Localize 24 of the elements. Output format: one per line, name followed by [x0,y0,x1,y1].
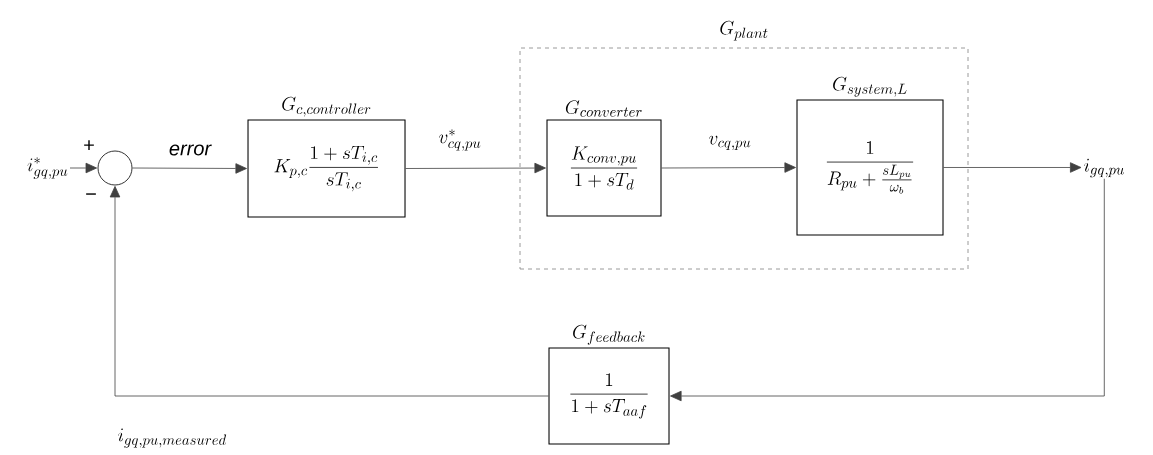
sign-label: − [86,193,96,195]
arrow [670,178,1105,402]
block-title: $G_{converter}$ [565,100,642,117]
transfer-function-block: $\frac{1}{1+sT_{aaf}}$ [548,347,670,445]
sign-label: + [84,140,94,150]
arrow [132,163,247,174]
block-title: $G_{feedback}$ [573,324,645,345]
transfer-function-block: $\frac{K_{conv,pu}}{1+sT_{d}}$ [546,119,662,217]
arrow [109,186,549,397]
block-title: $G_{system,L}$ [833,76,907,97]
arrow [405,162,546,174]
block-title: $G_{c,controller}$ [282,96,371,117]
transfer-function-block: $K_{p,c}\frac{1+sT_{i,c}}{sT_{i,c}}$ [247,119,406,218]
signal-label: error [169,144,212,156]
signal-label: $i^{*}_{gq,pu}$ [27,157,68,179]
signal-label: $v_{cq,pu}$ [709,135,751,150]
signal-label: $i_{gq,pu}$ [1084,158,1124,178]
arrow [661,162,796,173]
signal-label: $v^{*}_{cq,pu}$ [439,129,481,151]
signal-label: $i_{gq,pu,measured}$ [118,428,227,448]
arrow [69,162,98,174]
block-title: $G_{plant}$ [720,20,768,41]
transfer-function-block: $\frac{1}{R_{pu}+\frac{sL_{pu}}{\omega_{b}}}$ [796,99,944,236]
arrow [943,162,1082,173]
